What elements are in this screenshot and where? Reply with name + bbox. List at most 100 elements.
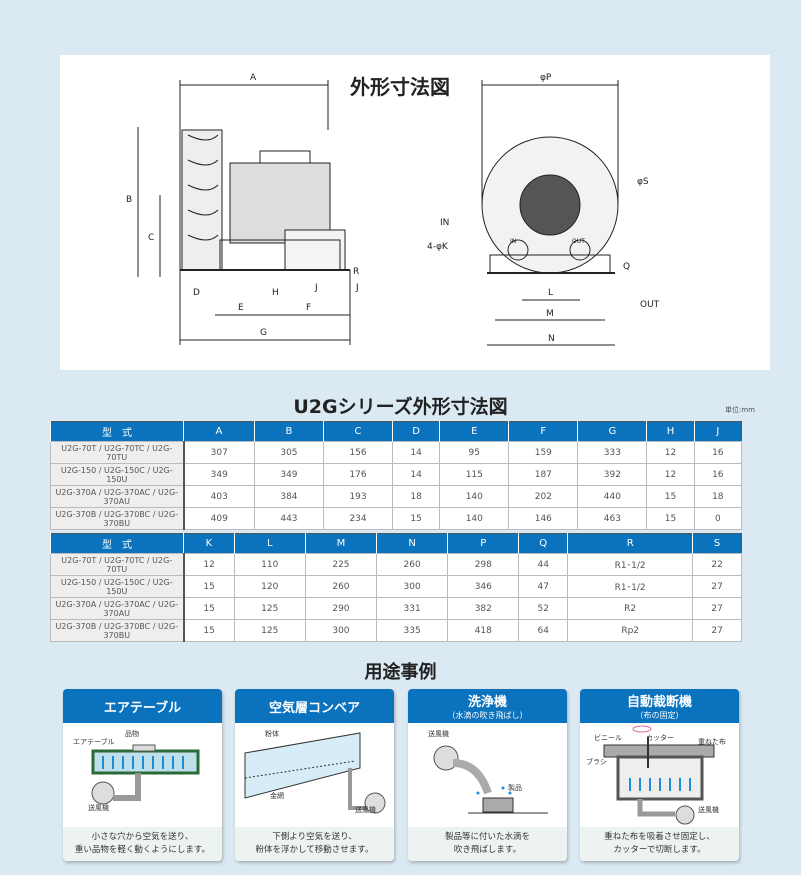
cell-value: 15 [646, 507, 695, 530]
model-cell: U2G-370B / U2G-370BC / U2G-370BU [50, 619, 185, 642]
cell-value: 47 [518, 575, 569, 598]
label-out: OUT [640, 300, 660, 310]
illustration-label: 送風機 [698, 806, 719, 814]
dim-h: H [272, 288, 279, 298]
label-out-small: OUT [572, 238, 585, 245]
cell-value: 346 [447, 575, 520, 598]
card-header: 空気層コンベア [235, 689, 394, 723]
card-description: 重ねた布を吸着させ固定し、カッターで切断します。 [580, 827, 739, 861]
label-in: IN [440, 218, 450, 228]
use-case-illustration: 品物エアテーブル送風機 [63, 723, 222, 828]
cell-value: 298 [447, 553, 520, 576]
cell-value: 15 [183, 597, 235, 620]
cell-value: 418 [447, 619, 520, 642]
cell-value: 120 [233, 575, 306, 598]
cell-value: 335 [376, 619, 449, 642]
illustration-label: ビニール [594, 734, 622, 742]
use-case-card: 空気層コンベア 粉体金網送風機 下側より空気を送り、粉体を浮かして移動させます。 [235, 689, 394, 861]
dimension-drawing: 外形寸法図 A B C D E F G H J J R φP φS IN 4-φ… [60, 55, 770, 370]
dim-s: φS [637, 177, 649, 187]
cell-value: R1･1/2 [567, 575, 694, 598]
illustration-label: エアテーブル [73, 738, 115, 746]
card-header: 洗浄機（水滴の吹き飛ばし） [408, 689, 567, 723]
cell-value: 14 [391, 463, 441, 486]
desc-line: 小さな穴から空気を送り、 [91, 832, 194, 842]
illustration-label: 送風機 [428, 730, 449, 738]
cell-value: 15 [646, 485, 695, 508]
column-header: 型 式 [50, 533, 184, 554]
cell-value: 95 [439, 441, 510, 464]
card-title: 自動裁断機 [626, 695, 692, 710]
cell-value: 384 [253, 485, 324, 508]
illustration-label: 粉体 [265, 730, 279, 738]
cell-value: 14 [391, 441, 441, 464]
model-cell: U2G-150 / U2G-150C / U2G-150U [50, 575, 185, 598]
desc-line: 粉体を浮かして移動させます。 [255, 845, 374, 855]
card-description: 下側より空気を送り、粉体を浮かして移動させます。 [235, 827, 394, 861]
column-header: E [439, 421, 509, 442]
model-cell: U2G-150 / U2G-150C / U2G-150U [50, 463, 185, 486]
column-header: K [183, 533, 235, 554]
dim-g: G [260, 328, 267, 338]
blower-drawing [137, 80, 619, 346]
model-cell: U2G-370A / U2G-370AC / U2G-370AU [50, 485, 185, 508]
cell-value: 27 [692, 575, 742, 598]
dim-b: B [126, 195, 133, 205]
cell-value: 16 [693, 441, 743, 464]
dim-j1: J [315, 283, 318, 293]
cell-value: 202 [508, 485, 579, 508]
cell-value: 27 [692, 597, 742, 620]
cell-value: R1･1/2 [567, 553, 694, 576]
cell-value: 110 [233, 553, 306, 576]
use-case-card: 洗浄機（水滴の吹き飛ばし） 送風機製品 製品等に付いた水滴を吹き飛ばします。 [408, 689, 567, 861]
dim-a: A [250, 73, 257, 83]
cell-value: 300 [304, 619, 378, 642]
cell-value: 305 [253, 441, 324, 464]
column-header: N [376, 533, 448, 554]
card-title: 空気層コンベア [268, 700, 360, 716]
cell-value: 18 [693, 485, 743, 508]
dim-d: D [193, 288, 200, 298]
illustration-label: ブラシ [586, 758, 607, 766]
cell-value: 440 [577, 485, 648, 508]
column-header: Q [518, 533, 568, 554]
cell-value: 22 [692, 553, 742, 576]
cell-value: 392 [577, 463, 648, 486]
card-header: エアテーブル [63, 689, 222, 723]
use-case-card: 自動裁断機（布の固定） ビニールカッター重ねた布ブラシ送風機 重ねた布を吸着させ… [580, 689, 739, 861]
card-subtitle: （水滴の吹き飛ばし） [447, 711, 528, 720]
cell-value: 463 [577, 507, 648, 530]
cell-value: 18 [391, 485, 441, 508]
column-header: 型 式 [50, 421, 184, 442]
cell-value: 260 [304, 575, 378, 598]
cell-value: 260 [376, 553, 449, 576]
cell-value: 409 [183, 507, 255, 530]
column-header: C [322, 421, 393, 442]
column-header: A [183, 421, 255, 442]
cell-value: R2 [567, 597, 694, 620]
desc-line: 下側より空気を送り、 [272, 832, 357, 842]
column-header: G [577, 421, 647, 442]
dim-m: M [546, 309, 554, 319]
dim-c: C [148, 233, 155, 243]
cell-value: 52 [518, 597, 569, 620]
dim-l: L [548, 288, 554, 298]
desc-line: 重い品物を軽く動くようにします。 [74, 845, 211, 855]
desc-line: カッターで切断します。 [613, 845, 706, 855]
cell-value: 15 [183, 619, 235, 642]
uses-title: 用途事例 [364, 662, 437, 683]
illustration-label: 製品 [508, 784, 522, 792]
cell-value: 27 [692, 619, 742, 642]
card-title: エアテーブル [103, 700, 182, 716]
cell-value: 15 [391, 507, 441, 530]
cell-value: 125 [233, 597, 306, 620]
illustration-label: 金網 [270, 792, 284, 800]
card-subtitle: （布の固定） [635, 711, 684, 720]
illustration-label: カッター [646, 734, 674, 742]
cell-value: 333 [577, 441, 648, 464]
